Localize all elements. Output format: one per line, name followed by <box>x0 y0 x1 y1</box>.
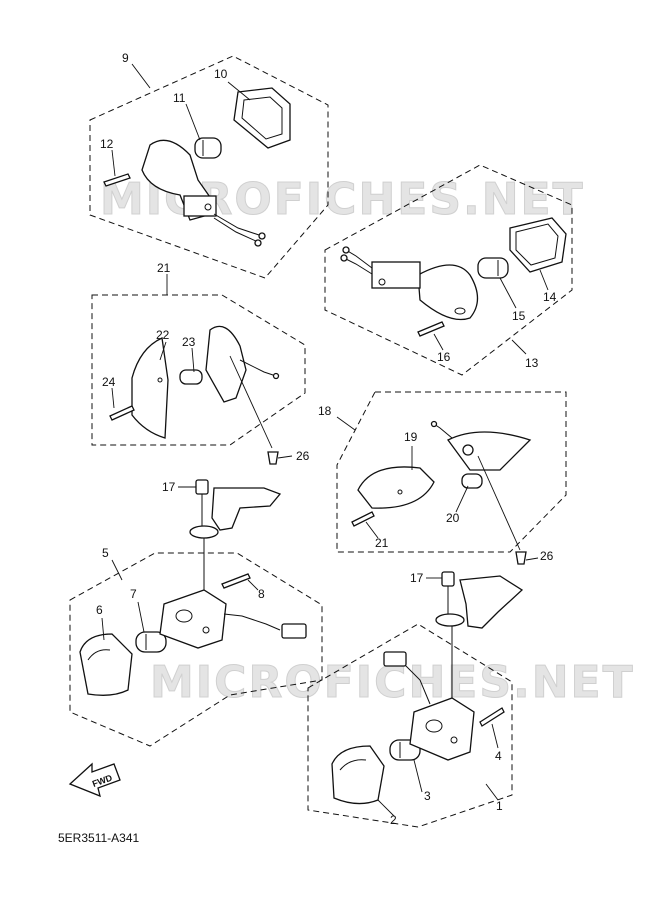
fwd-arrow-icon: FWD <box>68 762 121 798</box>
group-1-outline <box>307 623 513 828</box>
lens-6 <box>79 633 133 696</box>
callout-23: 22 <box>156 328 170 342</box>
housing-1 <box>409 697 475 761</box>
callout-2: 2 <box>390 813 397 827</box>
bracket-17-upper <box>189 479 282 590</box>
callout-4: 4 <box>495 749 502 763</box>
bracket-24-plate <box>205 325 247 403</box>
connector-13a <box>342 246 350 254</box>
housing-13 <box>417 264 479 321</box>
bulb-24 <box>179 369 203 385</box>
callout-16: 16 <box>437 350 451 364</box>
bulb-15 <box>477 257 509 279</box>
group-13-outline <box>324 164 573 376</box>
callout-25: 24 <box>102 375 116 389</box>
group-9-outline <box>89 55 329 279</box>
callout-22: 21 <box>157 261 171 275</box>
connector-9a <box>258 232 266 240</box>
bracket-20-plate <box>447 431 532 471</box>
callout-15: 15 <box>512 309 526 323</box>
callout-24: 23 <box>182 335 196 349</box>
callout-6: 6 <box>96 603 103 617</box>
flasher-assembly-5 <box>79 573 307 696</box>
bolt-17-lower-head <box>441 571 455 587</box>
screw-12 <box>103 173 131 187</box>
screw-26b <box>515 551 527 565</box>
callout-1: 1 <box>496 799 503 813</box>
connector-13b <box>340 254 348 262</box>
mount-bracket-13 <box>371 261 421 289</box>
screw-21 <box>351 511 375 527</box>
bulb-7 <box>135 631 167 653</box>
screw-4 <box>479 707 505 727</box>
callout-9: 9 <box>122 51 129 65</box>
callout-20: 20 <box>446 511 460 525</box>
reflector-assembly-18 <box>351 420 532 565</box>
callout-17-upper: 17 <box>162 480 176 494</box>
connector-1 <box>383 651 407 667</box>
callout-19: 19 <box>404 430 418 444</box>
callout-14: 14 <box>543 290 557 304</box>
mount-bracket-9 <box>183 195 217 217</box>
group-18-outline <box>336 391 567 553</box>
bracket-17-lower <box>435 571 524 700</box>
callout-21: 21 <box>375 536 389 550</box>
flasher-assembly-9 <box>103 87 291 247</box>
screw-16 <box>417 321 445 337</box>
callout-8: 8 <box>258 587 265 601</box>
callout-11: 11 <box>173 91 186 105</box>
callout-26-left: 26 <box>296 449 310 463</box>
bracket-plate-lower <box>459 575 524 629</box>
screw-26a <box>267 451 279 465</box>
flasher-assembly-1 <box>331 651 505 805</box>
diagram-code: 5ER3511-A341 <box>58 831 139 845</box>
callout-17-lower: 17 <box>410 571 424 585</box>
callout-10: 10 <box>214 67 228 81</box>
reflector-23 <box>131 337 169 439</box>
flasher-assembly-13 <box>340 217 567 337</box>
callout-26-right: 26 <box>540 549 554 563</box>
group-22-outline <box>91 294 306 446</box>
group-5-outline <box>69 552 323 747</box>
connector-5 <box>281 623 307 639</box>
reflector-assembly-22 <box>109 325 280 465</box>
callout-18: 18 <box>318 404 332 418</box>
screw-8 <box>221 573 251 589</box>
callout-5: 5 <box>102 546 109 560</box>
bulb-11 <box>194 137 222 159</box>
connector-9b <box>254 239 262 247</box>
callout-12: 12 <box>100 137 114 151</box>
reflector-19 <box>357 466 435 509</box>
bulb-20 <box>461 473 483 489</box>
bracket-plate-upper <box>211 487 282 531</box>
bolt-17-upper-head <box>195 479 209 495</box>
callout-13: 13 <box>525 356 539 370</box>
housing-5 <box>159 589 227 649</box>
lens-2 <box>331 745 385 805</box>
callout-3: 3 <box>424 789 431 803</box>
screw-25 <box>109 405 135 421</box>
callout-7: 7 <box>130 587 137 601</box>
